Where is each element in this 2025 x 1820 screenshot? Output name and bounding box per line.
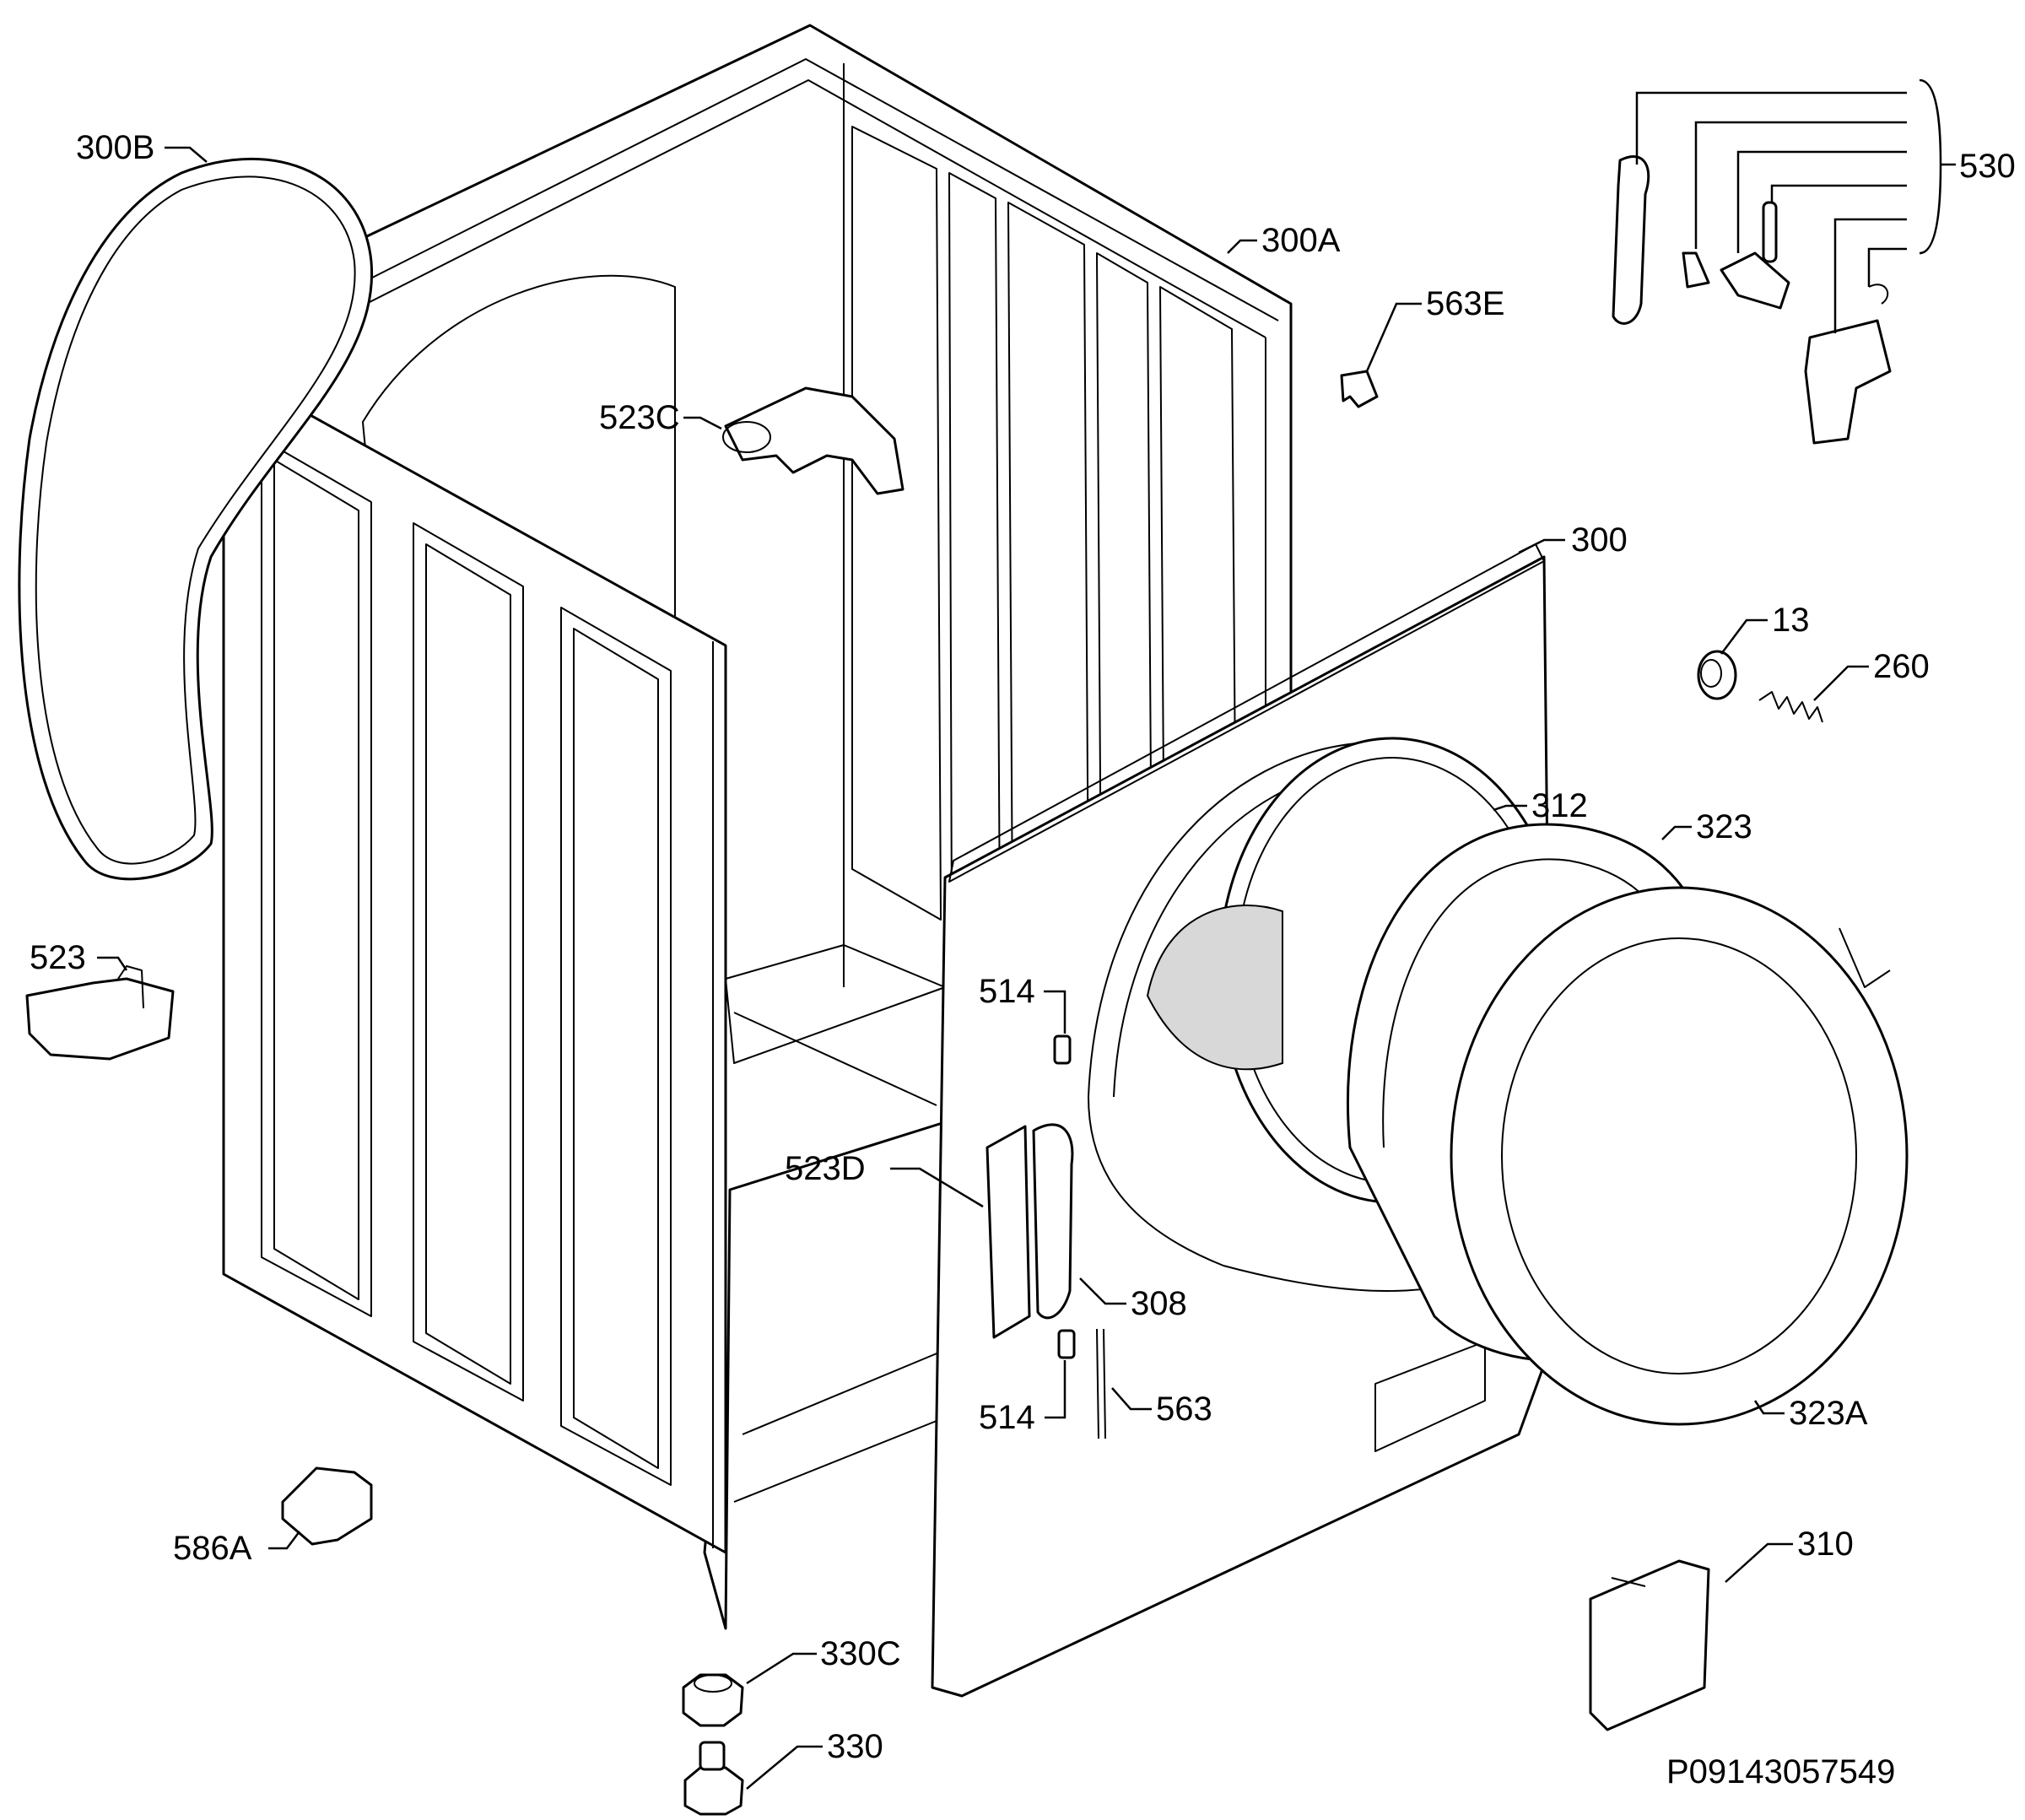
label-523: 523 [30, 939, 86, 976]
label-523C: 523C [599, 399, 680, 436]
pin-514-upper [1053, 1034, 1072, 1065]
label-312: 312 [1531, 787, 1588, 824]
bracket-523 [25, 965, 175, 1061]
label-308: 308 [1131, 1285, 1187, 1322]
label-323A: 323A [1789, 1395, 1868, 1432]
label-586A: 586A [173, 1530, 252, 1567]
part-labels: 300B 300A 523C 563E 530 300 13 260 312 3… [30, 129, 2016, 1790]
rod-563 [1096, 1328, 1106, 1439]
bracket-586A [281, 1466, 373, 1546]
leader-lines [97, 146, 1869, 1790]
label-300B: 300B [76, 129, 154, 166]
label-323: 323 [1696, 808, 1752, 845]
label-563E: 563E [1426, 285, 1504, 322]
clip-563E [1340, 370, 1379, 408]
document-number: P09143057549 [1666, 1753, 1895, 1790]
label-563: 563 [1156, 1391, 1212, 1428]
label-530: 530 [1959, 148, 2016, 185]
nut-330 [683, 1741, 744, 1816]
label-300: 300 [1571, 521, 1628, 559]
label-514-upper: 514 [979, 973, 1035, 1010]
spring-260 [1758, 691, 1823, 723]
label-260: 260 [1873, 648, 1930, 685]
hinge-530-group [1612, 78, 1956, 445]
pin-514-lower [1057, 1329, 1076, 1359]
cap-330C [682, 1673, 744, 1727]
bushing-13 [1697, 650, 1737, 700]
label-330C: 330C [820, 1635, 901, 1672]
label-514-lower: 514 [979, 1399, 1035, 1436]
label-523D: 523D [785, 1150, 866, 1187]
door-outer-ring-323A [1450, 886, 1909, 1426]
plate-523D [986, 1125, 1031, 1339]
label-13: 13 [1772, 602, 1810, 639]
cabinet-300A [222, 24, 1293, 1630]
cover-310 [1589, 1559, 1710, 1731]
label-330: 330 [827, 1728, 883, 1765]
label-300A: 300A [1261, 222, 1341, 259]
rear-seal-300B [18, 157, 374, 881]
label-310: 310 [1797, 1526, 1854, 1563]
hook-308 [1032, 1123, 1074, 1320]
